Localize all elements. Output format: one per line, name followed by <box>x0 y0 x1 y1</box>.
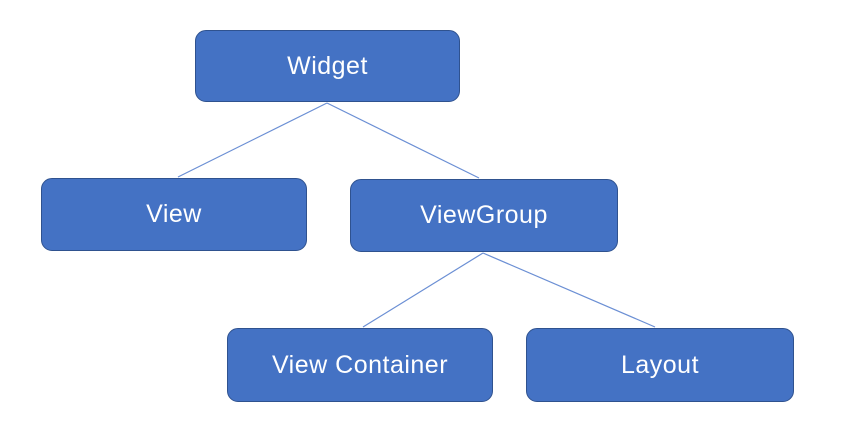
node-widget[interactable]: Widget <box>195 30 460 102</box>
node-widget-label: Widget <box>287 51 368 80</box>
node-view-container-label: View Container <box>271 350 449 379</box>
connector-widget-to-viewgroup <box>326 102 480 179</box>
node-viewgroup[interactable]: ViewGroup <box>350 179 618 252</box>
connector-viewgroup-to-view-container <box>362 252 484 328</box>
connector-widget-to-view <box>177 102 328 178</box>
node-layout[interactable]: Layout <box>526 328 794 402</box>
node-viewgroup-label: ViewGroup <box>420 201 548 229</box>
connector-viewgroup-to-layout <box>482 252 656 328</box>
node-view[interactable]: View <box>41 178 307 251</box>
node-layout-label: Layout <box>620 350 700 379</box>
node-view-label: View <box>146 200 202 228</box>
node-view-container[interactable]: View Container <box>227 328 493 402</box>
